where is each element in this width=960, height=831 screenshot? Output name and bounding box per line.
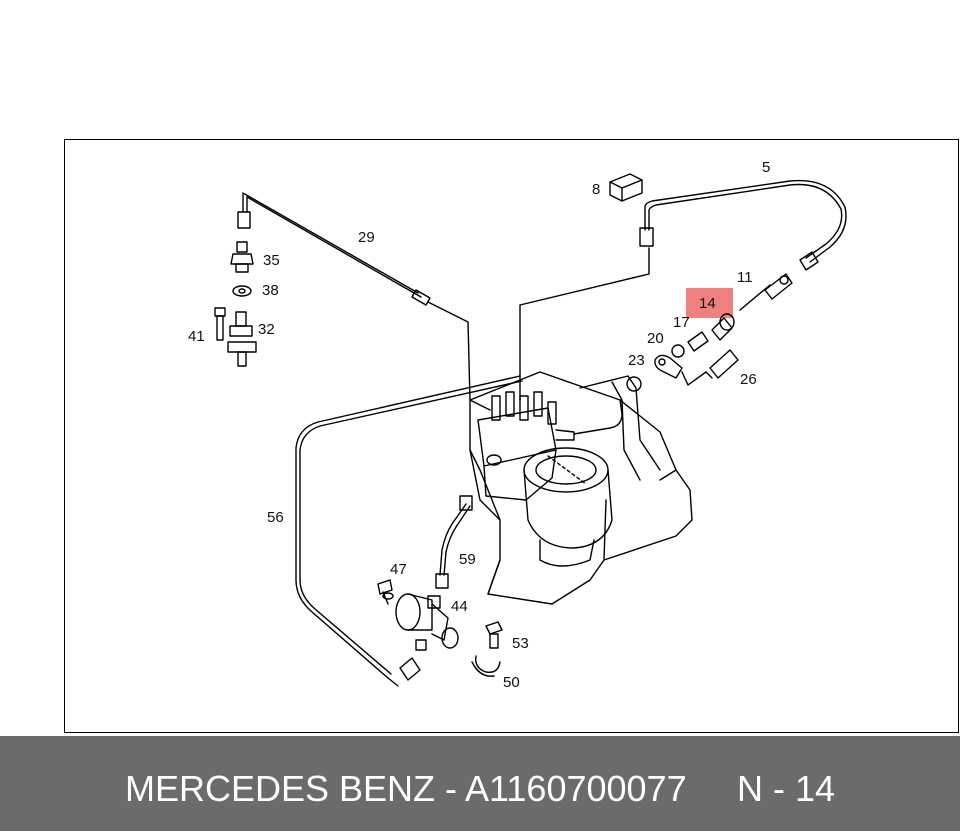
callout-5: 5 <box>762 159 770 176</box>
parts-diagram: 5 8 11 14 17 20 23 26 29 32 35 38 41 44 … <box>188 159 847 691</box>
callout-14: 14 <box>699 295 716 312</box>
callout-8: 8 <box>592 181 600 198</box>
air-flow-meter <box>523 447 613 567</box>
callout-44: 44 <box>451 598 468 615</box>
part-position-label: N - 14 <box>737 768 836 809</box>
part-8-block <box>609 173 643 202</box>
callout-59: 59 <box>459 551 476 568</box>
fuel-line-29 <box>237 192 431 306</box>
part-38-washer <box>232 285 252 297</box>
callout-32: 32 <box>258 321 275 338</box>
callout-56: 56 <box>267 509 284 526</box>
part-47-fitting <box>377 579 394 605</box>
callout-26: 26 <box>740 371 757 388</box>
fuel-line-5 <box>639 179 847 271</box>
diagram-frame <box>64 139 959 733</box>
callout-53: 53 <box>512 635 529 652</box>
callout-11: 11 <box>737 269 753 286</box>
part-17-sleeve <box>687 331 709 352</box>
callout-38: 38 <box>262 282 279 299</box>
part-26-union <box>705 349 739 379</box>
fuel-distributor <box>477 391 623 501</box>
leader-line-29 <box>427 301 491 411</box>
leader-line-5 <box>519 247 650 401</box>
part-11-injector <box>739 273 793 311</box>
callout-50: 50 <box>503 674 520 691</box>
pressure-regulator-44 <box>395 593 459 651</box>
callout-20: 20 <box>647 330 664 347</box>
callout-29: 29 <box>358 229 375 246</box>
callout-41: 41 <box>188 328 205 345</box>
callout-17: 17 <box>673 314 690 331</box>
callout-47: 47 <box>390 561 407 578</box>
part-50-clip <box>471 655 501 677</box>
footer-bar: MERCEDES BENZ - A1160700077 N - 14 <box>0 736 960 831</box>
fuel-line-59 <box>435 495 473 589</box>
intake-assembly <box>469 371 693 605</box>
callout-35: 35 <box>263 252 280 269</box>
part-14-nozzle <box>711 313 735 341</box>
part-32-valve <box>227 311 257 367</box>
part-41-screw <box>214 307 226 341</box>
callout-23: 23 <box>628 352 645 369</box>
part-title: MERCEDES BENZ - A1160700077 <box>125 768 687 809</box>
part-35-fitting <box>230 241 254 273</box>
fuel-line-56 <box>295 375 523 687</box>
highlight-box <box>686 288 733 318</box>
part-53-bolt <box>485 621 503 649</box>
part-23-clamp <box>654 354 707 386</box>
part-20-ring <box>671 344 685 358</box>
